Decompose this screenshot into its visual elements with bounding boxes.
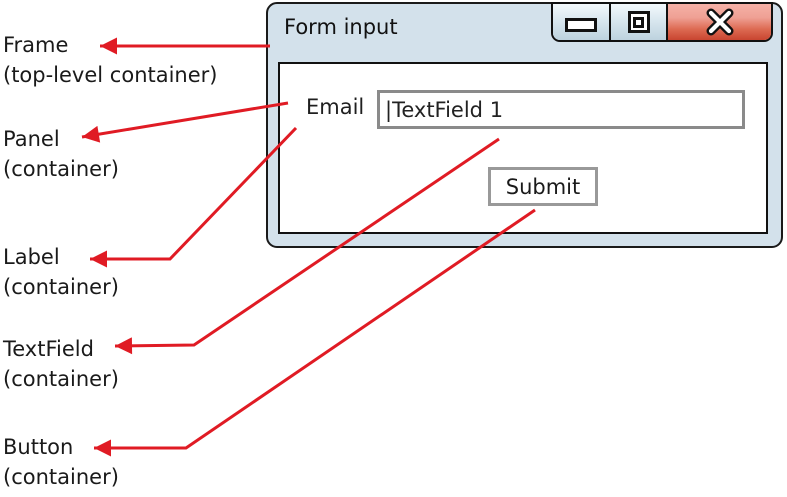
app-window-frame: Form input Email Submit xyxy=(266,2,783,248)
minimize-icon xyxy=(565,18,597,32)
annotation-panel: Panel (container) xyxy=(3,124,119,184)
maximize-button[interactable] xyxy=(609,4,666,40)
form-panel: Email Submit xyxy=(278,62,768,234)
annotation-textfield: TextField (container) xyxy=(3,334,119,394)
annotation-subtitle: (top-level container) xyxy=(3,63,218,87)
annotation-label: Label (container) xyxy=(3,242,119,302)
email-textfield[interactable] xyxy=(377,90,745,129)
window-controls xyxy=(551,2,773,42)
annotation-subtitle: (container) xyxy=(3,157,119,181)
annotation-title: Button xyxy=(3,435,74,459)
annotation-title: Panel xyxy=(3,127,60,151)
annotation-subtitle: (container) xyxy=(3,275,119,299)
close-icon xyxy=(706,8,733,36)
close-button[interactable] xyxy=(666,4,771,40)
email-label: Email xyxy=(306,95,365,119)
annotation-subtitle: (container) xyxy=(3,367,119,391)
maximize-icon xyxy=(627,11,650,33)
annotation-title: TextField xyxy=(3,337,94,361)
annotation-frame: Frame (top-level container) xyxy=(3,30,218,90)
annotation-title: Frame xyxy=(3,33,69,57)
annotation-subtitle: (container) xyxy=(3,465,119,489)
annotation-button: Button (container) xyxy=(3,432,119,492)
annotation-title: Label xyxy=(3,245,60,269)
minimize-button[interactable] xyxy=(553,4,609,40)
submit-button[interactable]: Submit xyxy=(488,167,598,206)
window-title: Form input xyxy=(284,15,398,39)
